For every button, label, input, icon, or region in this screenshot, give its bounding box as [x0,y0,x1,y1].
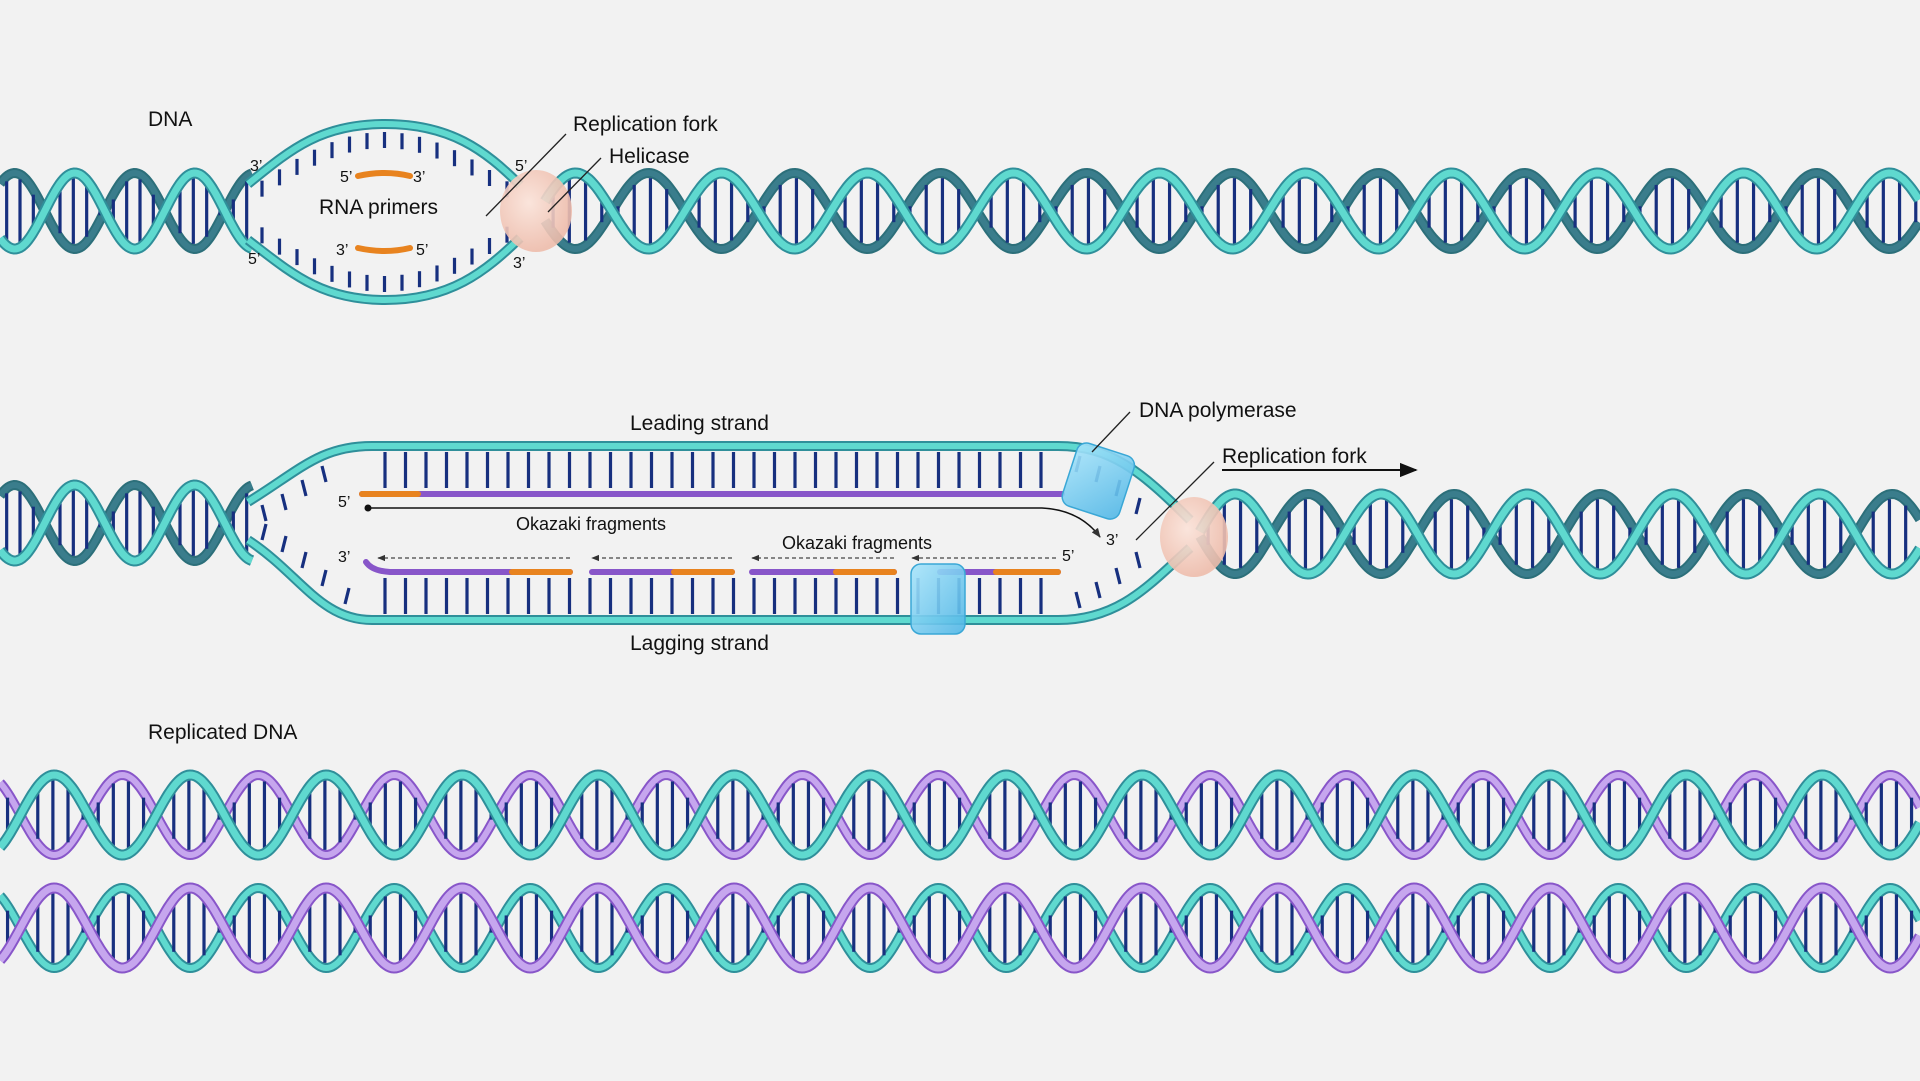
base-pair [1094,581,1102,599]
dna-strand-front-core [0,771,1920,859]
rna-primer-top [355,170,413,179]
okazaki-fragments-label: Okazaki fragments [516,514,666,534]
end-label-5-prime: 5’ [515,158,527,175]
parent-strand-bottom-core [246,235,523,304]
base-pair [280,493,288,511]
dna-strand-back-core [0,884,1920,972]
helicase-icon [500,170,572,252]
base-pair [1074,591,1082,609]
okazaki-fragments-label: Okazaki fragments [782,533,932,553]
polymerase-enzyme-icon [1061,442,1136,520]
dna-strand-front-core [0,481,254,565]
dna-double-helix-left [0,479,255,567]
replicated-dna-helix-1 [0,769,1920,861]
helicase-icon [1160,497,1228,577]
end-label-3-prime: 3’ [338,549,350,566]
dna-strand-front-core [1196,490,1920,578]
dna-double-helix-right [540,167,1920,255]
row-dna: DNA Replication fork Helicase RNA primer… [0,108,1920,306]
base-pair [300,551,308,569]
dna-strand-back-core [0,771,1920,859]
end-label-5-prime: 5’ [1062,548,1074,565]
base-pair [1134,551,1142,569]
base-pair [260,523,268,541]
end-label-5-prime: 5’ [338,494,350,511]
end-label-5-prime: 5’ [248,251,260,268]
dna-polymerase-leader-line [1091,411,1131,453]
open-replication-fork [245,441,1194,625]
dna-label: DNA [148,108,192,131]
base-pair [300,479,308,497]
row-replication-fork: Leading strand Lagging strand DNA polyme… [0,399,1920,655]
base-pair [260,504,268,522]
base-pair [320,465,328,483]
dna-strand-front [540,167,1920,255]
dna-strand-front-core [0,884,1920,972]
base-pair [1114,567,1122,585]
leading-strand-direction-arrow [368,507,1101,538]
replicated-dna-label: Replicated DNA [148,721,297,744]
helicase-label: Helicase [609,145,690,168]
dna-double-helix-left [0,167,255,255]
leading-strand-label: Leading strand [630,412,769,435]
polymerase-enzyme-icon [910,563,966,635]
end-label-3-prime: 3’ [513,255,525,272]
dna-polymerase-label: DNA polymerase [1139,399,1297,422]
base-pair [343,587,351,605]
base-pair [320,569,328,587]
leading-strand-start-dot [364,504,372,512]
end-label-5-prime: 5’ [416,242,428,259]
parent-strand-top-core [246,443,1193,523]
rna-primers-label: RNA primers [319,196,438,219]
replication-fork-label: Replication fork [1222,445,1367,468]
rna-primer-bottom [355,245,413,254]
helicase-leader-line [547,157,602,213]
replication-fork-leader-line [485,133,567,217]
base-pair [1134,497,1142,515]
dna-strand-front-core [542,169,1920,253]
replication-fork-leader-line [1135,461,1215,541]
dna-strand-back-core [542,169,1920,253]
dna-double-helix-right [1195,488,1920,580]
dna-strand-back-core [1197,490,1920,577]
okazaki-fragment [363,559,573,575]
replication-bubble [244,118,524,306]
end-label-3-prime: 3’ [1106,532,1118,549]
end-label-3-prime: 3’ [250,158,262,175]
parent-strand-top-core [246,120,523,188]
end-label-3-prime: 3’ [336,242,348,259]
end-label-5-prime: 5’ [340,169,352,186]
parent-strand-bottom [245,535,1194,625]
replicated-dna-helix-2 [0,882,1920,974]
lagging-strand-label: Lagging strand [630,632,769,655]
end-label-3-prime: 3’ [413,169,425,186]
row-replicated-dna: Replicated DNA [0,721,1920,974]
base-pair [280,535,288,553]
replication-fork-label: Replication fork [573,113,718,136]
parent-strand-bottom-core [246,537,1193,623]
dna-strand-front-core [0,169,254,253]
